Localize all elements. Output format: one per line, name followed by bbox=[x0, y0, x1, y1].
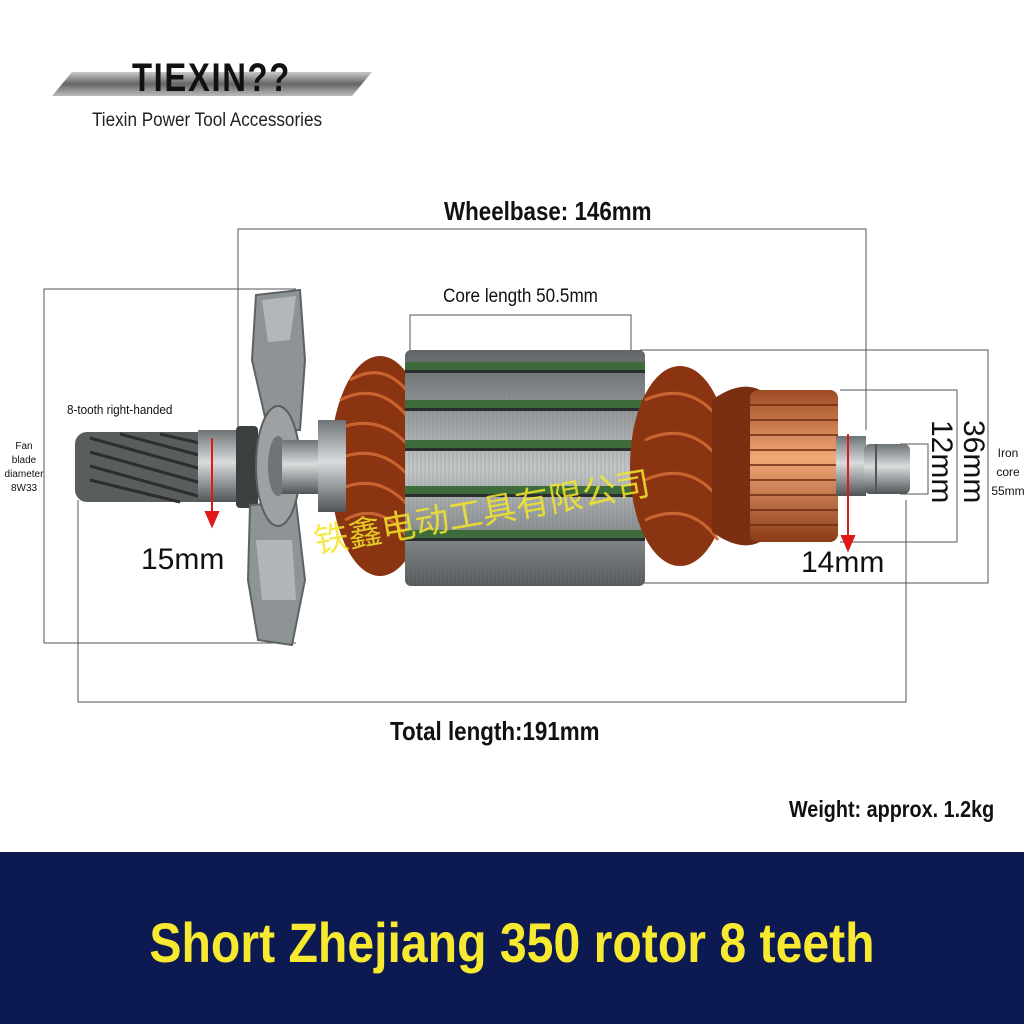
core-diameter-dimension: 36mm bbox=[957, 420, 990, 504]
rear-shaft bbox=[836, 436, 910, 496]
rotor-diagram bbox=[43, 228, 989, 703]
commutator-dimension: 12mm bbox=[925, 420, 958, 504]
pinion-gear bbox=[75, 426, 258, 508]
fan-blades bbox=[246, 288, 322, 647]
title-banner bbox=[0, 852, 1024, 1024]
dimension-lines bbox=[43, 228, 989, 703]
logo-bar bbox=[52, 68, 372, 100]
tooth-label: 8-tooth right-handed bbox=[67, 402, 173, 417]
weight-label: Weight: approx. 1.2kg bbox=[789, 796, 995, 822]
commutator bbox=[712, 386, 838, 546]
iron-core-label: Iron core 55mm bbox=[991, 446, 1024, 498]
brand-logo: TIEXIN?? bbox=[132, 56, 291, 100]
core-length-label: Core length 50.5mm bbox=[443, 286, 598, 307]
right-shaft-dimension: 14mm bbox=[801, 546, 885, 579]
shaft-arrows bbox=[204, 434, 856, 553]
wheelbase-label: Wheelbase: 146mm bbox=[444, 196, 652, 226]
rear-windings bbox=[630, 366, 730, 566]
fan-diameter-label: Fan blade diameter 8W33 bbox=[4, 441, 44, 494]
left-shaft-dimension: 15mm bbox=[141, 543, 225, 576]
iron-core bbox=[405, 350, 645, 586]
total-length-label: Total length:191mm bbox=[390, 716, 600, 746]
banner-title: Short Zhejiang 350 rotor 8 teeth bbox=[149, 911, 875, 974]
brand-subtitle: Tiexin Power Tool Accessories bbox=[92, 110, 323, 131]
